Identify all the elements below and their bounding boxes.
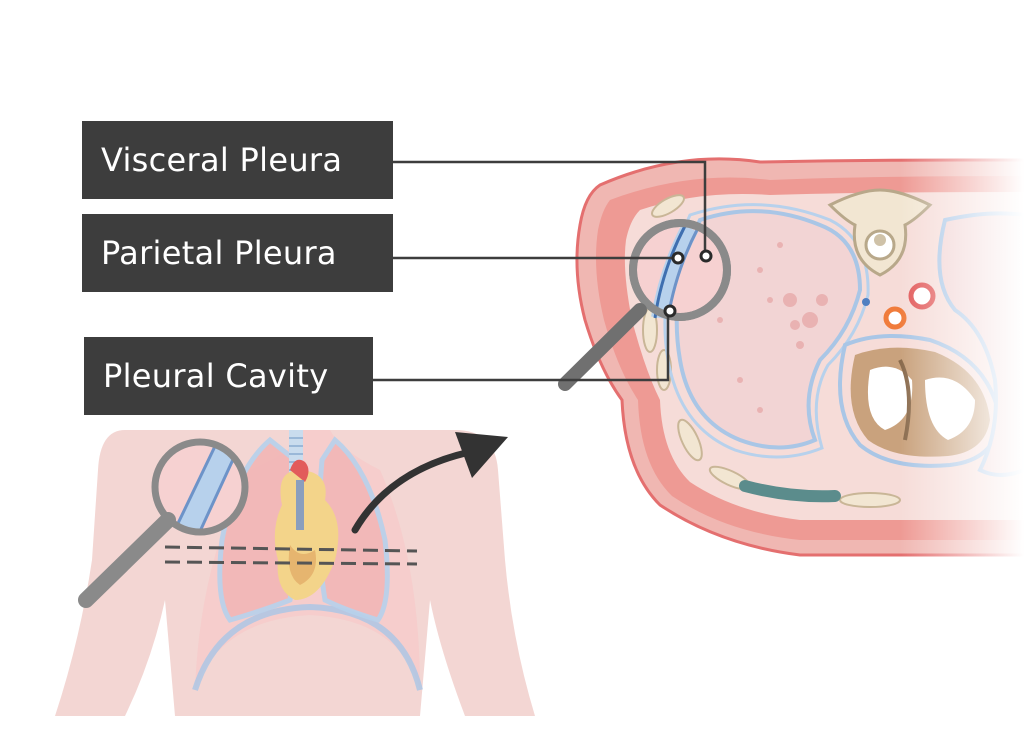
thorax-cross-section (575, 140, 1024, 580)
label-pleural-cavity-text: Pleural Cavity (103, 357, 329, 395)
label-visceral-pleura-text: Visceral Pleura (101, 141, 343, 179)
curved-arrow-icon (351, 432, 508, 534)
section-line-bottom (164, 560, 418, 566)
alveoli (717, 242, 828, 413)
torso-magnifier-icon (78, 438, 249, 608)
fade-overlay (900, 140, 1024, 580)
leader-cavity (373, 312, 670, 382)
label-parietal-pleura-text: Parietal Pleura (101, 234, 337, 272)
costal-cartilage (739, 480, 841, 503)
pointer-dots (663, 249, 713, 318)
label-parietal-pleura: Parietal Pleura (82, 214, 393, 292)
vein-dot (862, 298, 870, 306)
heart (274, 459, 339, 600)
leader-visceral (393, 160, 707, 255)
section-magnifier-icon (558, 219, 731, 391)
section-line-top (164, 545, 418, 553)
torso-illustration (55, 430, 535, 716)
leader-lines (373, 160, 707, 382)
label-pleural-cavity: Pleural Cavity (84, 337, 373, 415)
label-visceral-pleura: Visceral Pleura (82, 121, 393, 199)
